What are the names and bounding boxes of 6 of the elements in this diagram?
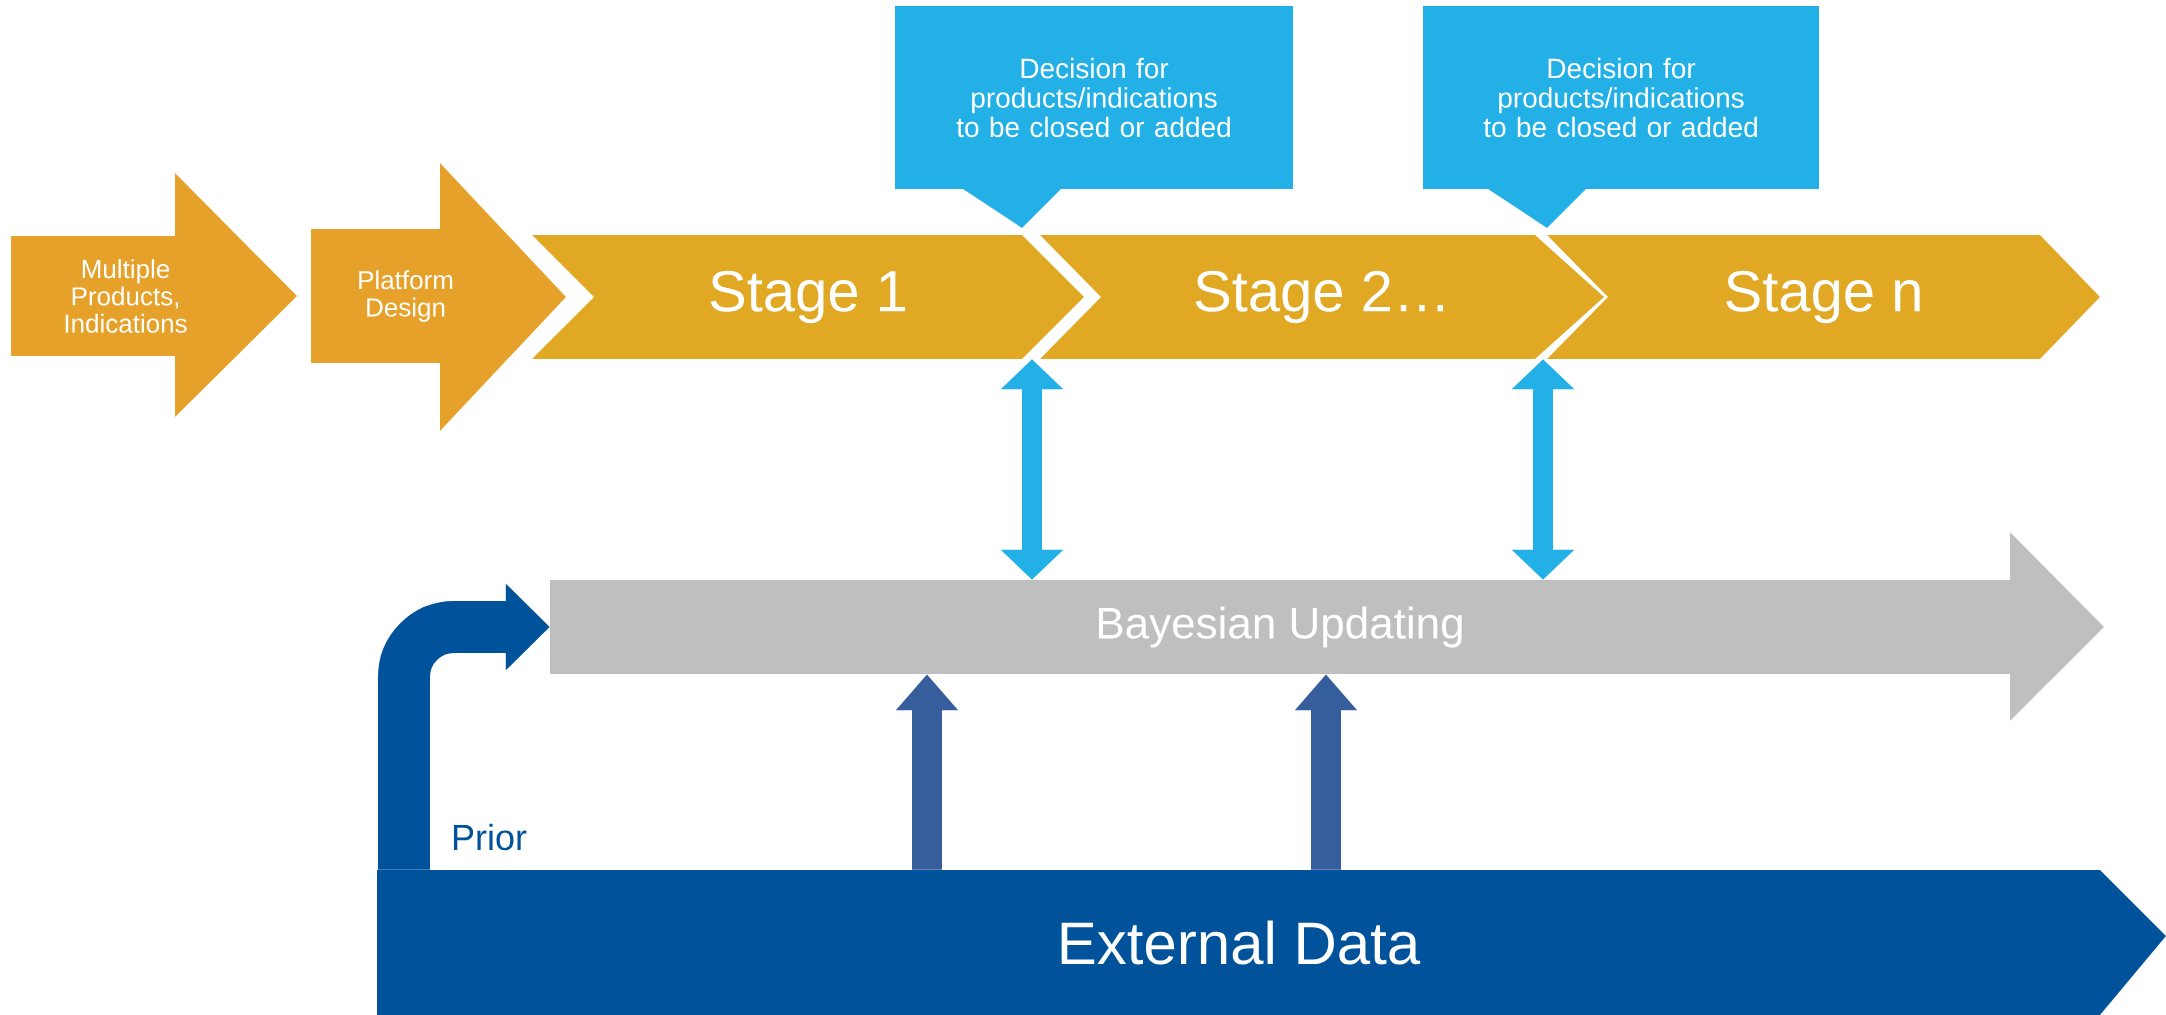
node-label: Stage 1 <box>710 270 906 324</box>
callout-box: Decision for products/indications to be closed or added <box>895 6 1293 228</box>
node-label: Stage n <box>1726 270 1920 324</box>
node-label: Stage 2… <box>1195 270 1444 324</box>
edge-label: Prior <box>453 823 527 851</box>
callout-box: Decision for products/indications to be closed or added <box>1423 6 1819 228</box>
